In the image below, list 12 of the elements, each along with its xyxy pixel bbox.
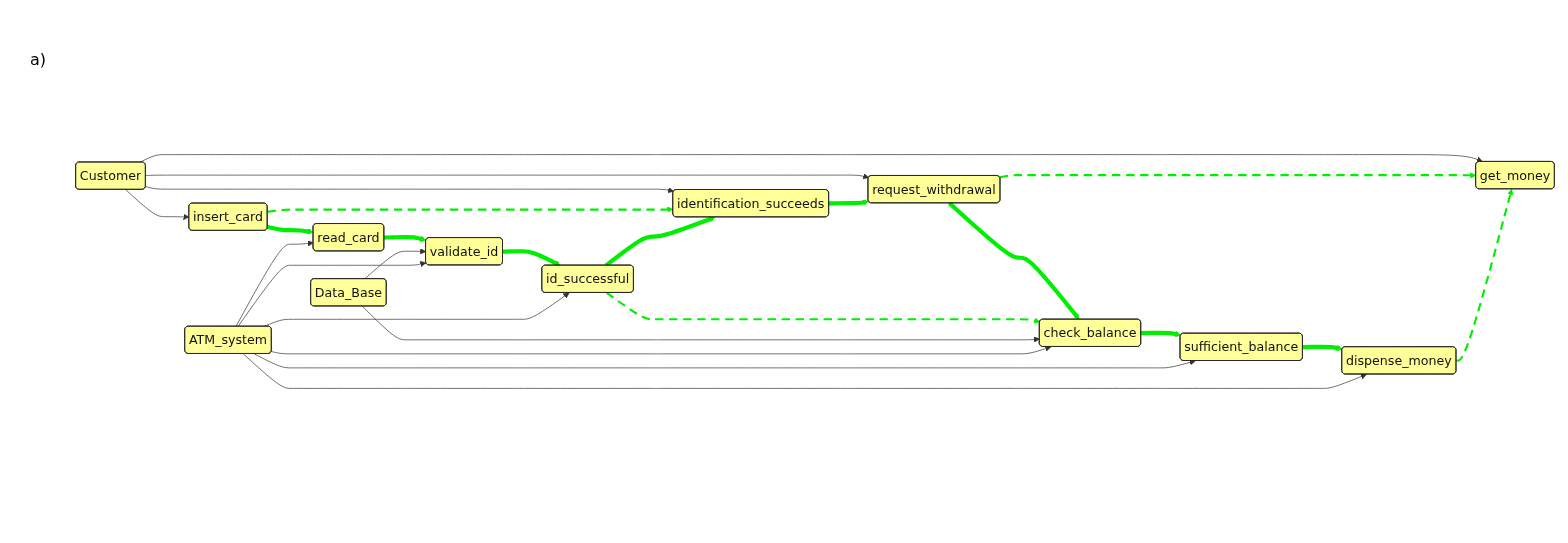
arrow [267,224,314,235]
arrow [948,201,1080,320]
arrow [828,199,870,206]
arrow [384,235,427,242]
arrow [1302,344,1343,351]
arrow [267,206,674,213]
arrow [999,172,1477,179]
arrow [1140,330,1182,337]
arrow [502,249,561,267]
arrow [606,291,1041,324]
arrow [1456,188,1514,362]
panel-label: a) [30,50,47,69]
